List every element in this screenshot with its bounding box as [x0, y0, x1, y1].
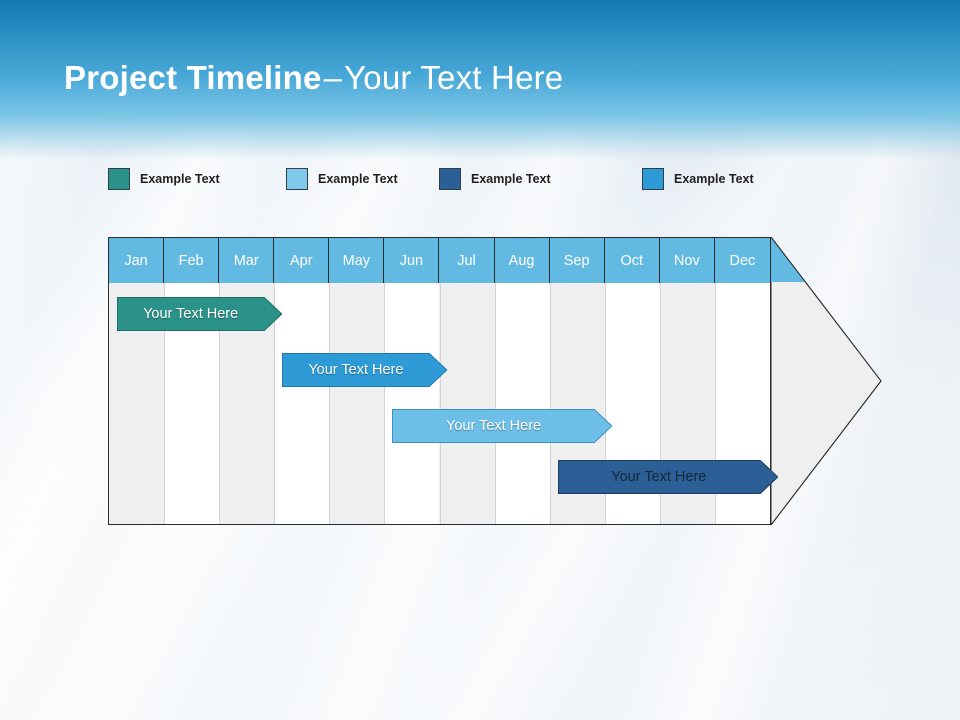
task-bar-label-4: Your Text Here — [611, 469, 707, 485]
task-bar-3[interactable]: Your Text Here — [392, 409, 613, 443]
month-header-mar[interactable]: Mar — [219, 238, 275, 283]
column-separator — [494, 238, 496, 524]
month-header-may[interactable]: May — [329, 238, 385, 283]
month-header-feb[interactable]: Feb — [164, 238, 220, 283]
legend-label-2: Example Text — [318, 172, 398, 186]
legend-item-1: Example Text — [108, 168, 220, 190]
column-separator — [714, 238, 716, 524]
column-separator — [549, 238, 551, 524]
month-header-sep[interactable]: Sep — [550, 238, 605, 283]
month-header-dec[interactable]: Dec — [729, 252, 756, 269]
column-stripe — [439, 238, 495, 524]
column-stripe — [494, 238, 550, 524]
column-stripe — [109, 238, 165, 524]
column-separator — [604, 238, 606, 524]
page-title-dash: – — [323, 59, 343, 96]
page-title: Project Timeline–Your Text Here — [64, 59, 563, 97]
month-header-jun[interactable]: Jun — [384, 238, 440, 283]
page-title-strong: Project Timeline — [64, 59, 322, 96]
legend-swatch-3 — [439, 168, 461, 190]
task-bar-shape — [557, 460, 778, 494]
month-header-apr[interactable]: Apr — [274, 238, 330, 283]
column-separator — [164, 238, 166, 524]
legend-item-3: Example Text — [439, 168, 551, 190]
page-title-light: Your Text Here — [344, 59, 564, 96]
task-bar-label-2: Your Text Here — [308, 362, 404, 378]
legend-item-2: Example Text — [286, 168, 398, 190]
month-header-aug[interactable]: Aug — [495, 238, 550, 283]
task-bar-label-3: Your Text Here — [446, 418, 542, 434]
column-stripe — [219, 238, 275, 524]
task-bar-2[interactable]: Your Text Here — [282, 353, 448, 387]
legend-swatch-4 — [642, 168, 664, 190]
month-header-jan[interactable]: Jan — [109, 238, 165, 283]
legend-swatch-2 — [286, 168, 308, 190]
legend-swatch-1 — [108, 168, 130, 190]
timeline-arrow-head — [770, 235, 883, 527]
task-bar-label-1: Your Text Here — [143, 306, 239, 322]
column-separator — [439, 238, 441, 524]
task-bar-4[interactable]: Your Text Here — [557, 460, 778, 494]
column-separator — [659, 238, 661, 524]
legend-label-1: Example Text — [140, 172, 220, 186]
column-stripe — [164, 238, 220, 524]
legend-label-4: Example Text — [674, 172, 754, 186]
column-separator — [274, 238, 276, 524]
title-banner — [0, 0, 960, 160]
month-header-nov[interactable]: Nov — [660, 238, 715, 283]
legend-item-4: Example Text — [642, 168, 754, 190]
task-bar-shape — [282, 353, 448, 387]
task-bar-shape — [117, 297, 283, 331]
task-bar-shape — [392, 409, 613, 443]
column-separator — [219, 238, 221, 524]
task-bar-1[interactable]: Your Text Here — [117, 297, 283, 331]
month-header-jul[interactable]: Jul — [439, 238, 495, 283]
legend-label-3: Example Text — [471, 172, 551, 186]
month-header-oct[interactable]: Oct — [605, 238, 660, 283]
legend: Example Text Example Text Example Text Exam… — [108, 168, 828, 198]
